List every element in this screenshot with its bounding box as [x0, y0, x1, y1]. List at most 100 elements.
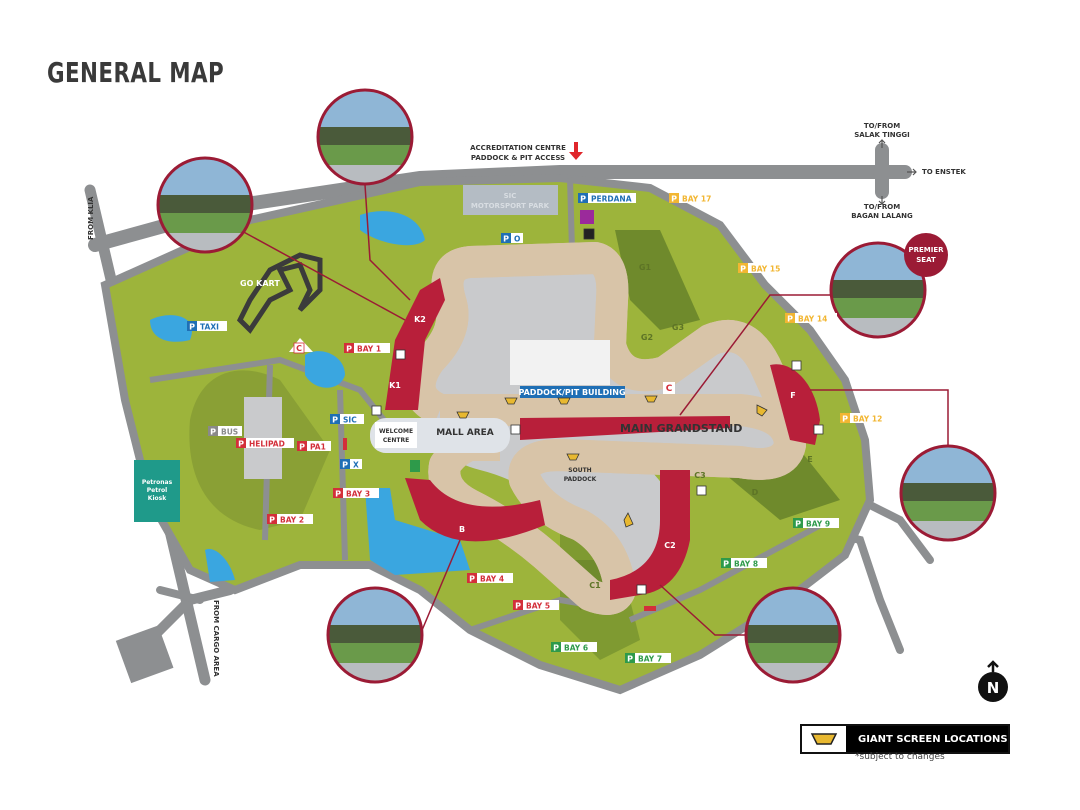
- parking-label: O: [514, 235, 520, 244]
- petrol-label: Petronas: [142, 479, 173, 486]
- parking-label-bg: [748, 263, 790, 273]
- parking-label-bg: [561, 642, 597, 652]
- stand-label-g2: G2: [641, 333, 653, 342]
- marker-icon: [343, 438, 347, 450]
- photo-frame: [899, 444, 997, 542]
- parking-icon: [208, 426, 218, 436]
- sic-park-label: MOTORSPORT PARK: [471, 202, 550, 210]
- welcome-label: WELCOME: [379, 428, 413, 435]
- salak-label: TO/FROM: [864, 122, 900, 130]
- parking-label-bg: [588, 193, 636, 203]
- north-arrow: N: [978, 660, 1008, 702]
- stand-label-c1: C1: [589, 581, 601, 590]
- parking-label-bg: [523, 600, 559, 610]
- parking-p: P: [299, 443, 305, 452]
- stand-labels: K1 K2 F B C2 C1 C3 D E G1 G2 G3: [389, 263, 813, 590]
- toilet-icon: [395, 349, 406, 360]
- parking-label-bg: [679, 193, 721, 203]
- south-paddock-label: SOUTH: [568, 467, 591, 474]
- stand-label-e: E: [807, 455, 812, 464]
- legend-label: GIANT SCREEN LOCATIONS: [858, 733, 1008, 745]
- photo-callout[interactable]: [899, 444, 997, 542]
- toilet-icon: [510, 424, 521, 435]
- photo-frame: [316, 88, 414, 186]
- petronas-kiosk: [134, 460, 180, 522]
- photo-callout[interactable]: [326, 586, 424, 684]
- parking-icon: [330, 414, 340, 424]
- cargo-label: FROM CARGO AREA: [212, 600, 220, 677]
- south-paddock-label: PADDOCK: [564, 476, 597, 483]
- parking-icon: [344, 343, 354, 353]
- photo-callout[interactable]: [744, 586, 842, 684]
- parking-label-bg: [218, 426, 242, 436]
- parking-label: BUS: [221, 428, 238, 437]
- stand-label-c3: C3: [694, 471, 705, 480]
- parking-label-bg: [343, 488, 379, 498]
- parking-p: P: [189, 323, 195, 332]
- parking-label-bg: [795, 313, 837, 323]
- parking-label: BAY 12: [853, 415, 882, 424]
- grandstand-k: [385, 278, 445, 410]
- parking-bay-15[interactable]: P BAY 15: [738, 263, 790, 274]
- parking-label-bg: [277, 514, 313, 524]
- petrol-label: Kiosk: [148, 495, 167, 502]
- giant-screen-icon: [802, 726, 846, 752]
- parking-label: BAY 2: [280, 516, 304, 525]
- stand-label-g1: G1: [639, 263, 652, 272]
- premier-seat-badge: [904, 233, 948, 277]
- north-label: N: [987, 679, 1000, 697]
- grandstand-f: [770, 364, 820, 445]
- parking-label: BAY 6: [564, 644, 588, 653]
- lakes: [150, 211, 470, 582]
- parking-p: P: [842, 415, 848, 424]
- giant-screens: [456, 395, 768, 528]
- grandstand-b: [405, 478, 545, 542]
- parking-p: P: [787, 315, 793, 324]
- giant-screen-icon: [557, 397, 571, 405]
- parking-label: BAY 3: [346, 490, 370, 499]
- page-title: GENERAL MAP: [47, 56, 225, 89]
- legend-note: *subject to changes: [855, 752, 945, 762]
- photo-callout[interactable]: [156, 156, 254, 254]
- welcome-centre[interactable]: [375, 422, 417, 448]
- stand-label-k1: K1: [389, 381, 401, 390]
- photo-callout[interactable]: [316, 88, 414, 186]
- parking-icon: [625, 653, 635, 663]
- parking-p: P: [740, 265, 746, 274]
- parking-icon: [236, 438, 246, 448]
- parking-p: P: [627, 655, 633, 664]
- photo-frame: [326, 586, 424, 684]
- welcome-label: CENTRE: [383, 437, 409, 444]
- parking-p: P: [342, 461, 348, 470]
- parking-label: BAY 15: [751, 265, 780, 274]
- direction-arrows-icon: [878, 139, 917, 205]
- legend: GIANT SCREEN LOCATIONS: [800, 724, 1010, 754]
- stand-zone-g: [615, 230, 700, 330]
- parking-label: X: [353, 461, 359, 470]
- toilet-icon: [371, 405, 382, 416]
- parking-label-bg: [635, 653, 671, 663]
- parking-bay-12[interactable]: P BAY 12: [840, 413, 892, 424]
- giant-screen-icon: [456, 411, 470, 419]
- parking-p: P: [238, 440, 244, 449]
